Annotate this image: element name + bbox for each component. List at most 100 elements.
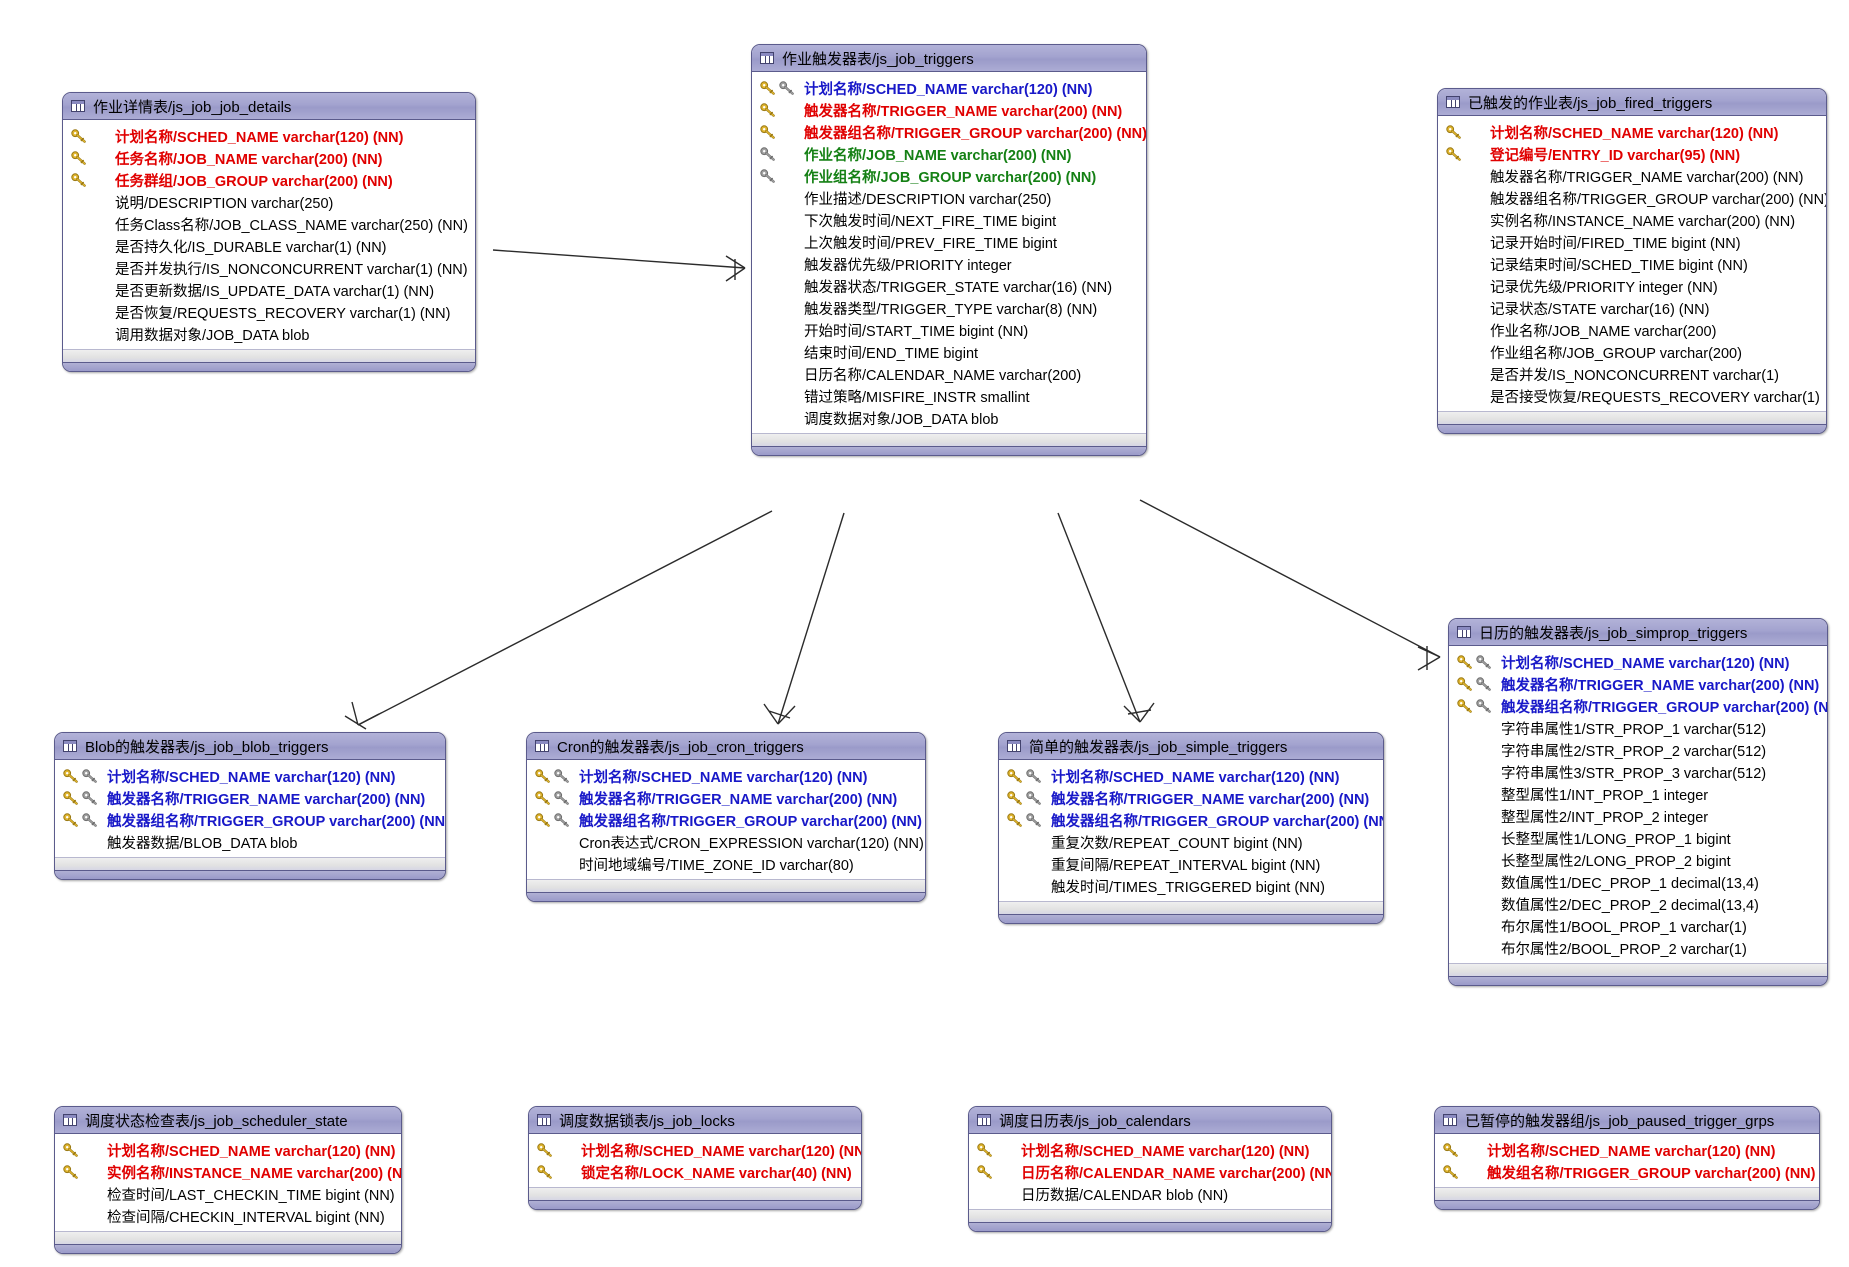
attribute-row[interactable]: 锁定名称/LOCK_NAME varchar(40) (NN) (535, 1161, 855, 1183)
attribute-row[interactable]: 任务群组/JOB_GROUP varchar(200) (NN) (69, 169, 469, 191)
attribute-row[interactable]: 登记编号/ENTRY_ID varchar(95) (NN) (1444, 143, 1820, 165)
attribute-row[interactable]: 重复次数/REPEAT_COUNT bigint (NN) (1005, 831, 1377, 853)
attribute-row[interactable]: 日历数据/CALENDAR blob (NN) (975, 1183, 1325, 1205)
entity-header-job_details[interactable]: 作业详情表/js_job_job_details (63, 93, 475, 120)
attribute-row[interactable]: 计划名称/SCHED_NAME varchar(120) (NN) (1005, 765, 1377, 787)
attribute-row[interactable]: 下次触发时间/NEXT_FIRE_TIME bigint (758, 209, 1140, 231)
entity-header-scheduler_state[interactable]: 调度状态检查表/js_job_scheduler_state (55, 1107, 401, 1134)
attribute-row[interactable]: 触发器名称/TRIGGER_NAME varchar(200) (NN) (758, 99, 1140, 121)
entity-header-paused_trigger_grps[interactable]: 已暂停的触发器组/js_job_paused_trigger_grps (1435, 1107, 1819, 1134)
entity-blob_triggers[interactable]: Blob的触发器表/js_job_blob_triggers 计划名称/SCHED… (54, 732, 446, 880)
attribute-row[interactable]: 作业名称/JOB_NAME varchar(200) (NN) (758, 143, 1140, 165)
attribute-row[interactable]: 整型属性2/INT_PROP_2 integer (1455, 805, 1821, 827)
attribute-row[interactable]: Cron表达式/CRON_EXPRESSION varchar(120) (NN… (533, 831, 924, 853)
attribute-row[interactable]: 记录状态/STATE varchar(16) (NN) (1444, 297, 1820, 319)
attribute-row[interactable]: 记录优先级/PRIORITY integer (NN) (1444, 275, 1820, 297)
attribute-row[interactable]: 触发器名称/TRIGGER_NAME varchar(200) (NN) (1455, 673, 1821, 695)
attribute-row[interactable]: 作业名称/JOB_NAME varchar(200) (1444, 319, 1820, 341)
attribute-row[interactable]: 触发器数据/BLOB_DATA blob (61, 831, 439, 853)
attribute-row[interactable]: 布尔属性1/BOOL_PROP_1 varchar(1) (1455, 915, 1821, 937)
attribute-row[interactable]: 开始时间/START_TIME bigint (NN) (758, 319, 1140, 341)
attribute-row[interactable]: 字符串属性3/STR_PROP_3 varchar(512) (1455, 761, 1821, 783)
attribute-row[interactable]: 作业描述/DESCRIPTION varchar(250) (758, 187, 1140, 209)
attribute-row[interactable]: 触发器状态/TRIGGER_STATE varchar(16) (NN) (758, 275, 1140, 297)
attribute-row[interactable]: 作业组名称/JOB_GROUP varchar(200) (NN) (758, 165, 1140, 187)
attribute-row[interactable]: 触发器组名称/TRIGGER_GROUP varchar(200) (NN) (61, 809, 445, 831)
entity-job_details[interactable]: 作业详情表/js_job_job_details 计划名称/SCHED_NAME … (62, 92, 476, 372)
attribute-row[interactable]: 触发器优先级/PRIORITY integer (758, 253, 1140, 275)
attribute-row[interactable]: 计划名称/SCHED_NAME varchar(120) (NN) (975, 1139, 1325, 1161)
attribute-row[interactable]: 数值属性2/DEC_PROP_2 decimal(13,4) (1455, 893, 1821, 915)
attribute-row[interactable]: 是否并发/IS_NONCONCURRENT varchar(1) (1444, 363, 1820, 385)
attribute-row[interactable]: 计划名称/SCHED_NAME varchar(120) (NN) (69, 125, 469, 147)
attribute-row[interactable]: 上次触发时间/PREV_FIRE_TIME bigint (758, 231, 1140, 253)
entity-header-cron_triggers[interactable]: Cron的触发器表/js_job_cron_triggers (527, 733, 925, 760)
attribute-row[interactable]: 日历名称/CALENDAR_NAME varchar(200) (758, 363, 1140, 385)
attribute-row[interactable]: 重复间隔/REPEAT_INTERVAL bigint (NN) (1005, 853, 1377, 875)
attribute-row[interactable]: 计划名称/SCHED_NAME varchar(120) (NN) (533, 765, 919, 787)
attribute-row[interactable]: 时间地域编号/TIME_ZONE_ID varchar(80) (533, 853, 919, 875)
attribute-row[interactable]: 数值属性1/DEC_PROP_1 decimal(13,4) (1455, 871, 1821, 893)
entity-locks[interactable]: 调度数据锁表/js_job_locks 计划名称/SCHED_NAME varch… (528, 1106, 862, 1210)
attribute-row[interactable]: 调用数据对象/JOB_DATA blob (69, 323, 469, 345)
entity-calendars[interactable]: 调度日历表/js_job_calendars 计划名称/SCHED_NAME va… (968, 1106, 1332, 1232)
attribute-row[interactable]: 触发器名称/TRIGGER_NAME varchar(200) (NN) (1444, 165, 1820, 187)
attribute-row[interactable]: 是否恢复/REQUESTS_RECOVERY varchar(1) (NN) (69, 301, 469, 323)
entity-header-simprop_triggers[interactable]: 日历的触发器表/js_job_simprop_triggers (1449, 619, 1827, 646)
entity-header-fired_triggers[interactable]: 已触发的作业表/js_job_fired_triggers (1438, 89, 1826, 116)
entity-header-calendars[interactable]: 调度日历表/js_job_calendars (969, 1107, 1331, 1134)
attribute-row[interactable]: 记录开始时间/FIRED_TIME bigint (NN) (1444, 231, 1820, 253)
attribute-row[interactable]: 日历名称/CALENDAR_NAME varchar(200) (NN) (975, 1161, 1331, 1183)
attribute-row[interactable]: 检查时间/LAST_CHECKIN_TIME bigint (NN) (61, 1183, 395, 1205)
attribute-row[interactable]: 是否持久化/IS_DURABLE varchar(1) (NN) (69, 235, 469, 257)
entity-simprop_triggers[interactable]: 日历的触发器表/js_job_simprop_triggers 计划名称/SCHE… (1448, 618, 1828, 986)
attribute-row[interactable]: 是否并发执行/IS_NONCONCURRENT varchar(1) (NN) (69, 257, 469, 279)
attribute-row[interactable]: 是否更新数据/IS_UPDATE_DATA varchar(1) (NN) (69, 279, 469, 301)
attribute-row[interactable]: 任务Class名称/JOB_CLASS_NAME varchar(250) (N… (69, 213, 469, 235)
attribute-row[interactable]: 实例名称/INSTANCE_NAME varchar(200) (NN) (1444, 209, 1820, 231)
attribute-row[interactable]: 整型属性1/INT_PROP_1 integer (1455, 783, 1821, 805)
entity-header-locks[interactable]: 调度数据锁表/js_job_locks (529, 1107, 861, 1134)
attribute-row[interactable]: 触发器类型/TRIGGER_TYPE varchar(8) (NN) (758, 297, 1140, 319)
attribute-row[interactable]: 说明/DESCRIPTION varchar(250) (69, 191, 469, 213)
attribute-row[interactable]: 触发器组名称/TRIGGER_GROUP varchar(200) (NN) (1444, 187, 1826, 209)
attribute-row[interactable]: 作业组名称/JOB_GROUP varchar(200) (1444, 341, 1820, 363)
attribute-row[interactable]: 计划名称/SCHED_NAME varchar(120) (NN) (1444, 121, 1820, 143)
entity-fired_triggers[interactable]: 已触发的作业表/js_job_fired_triggers 计划名称/SCHED_… (1437, 88, 1827, 434)
attribute-row[interactable]: 结束时间/END_TIME bigint (758, 341, 1140, 363)
attribute-row[interactable]: 计划名称/SCHED_NAME varchar(120) (NN) (1455, 651, 1821, 673)
attribute-row[interactable]: 任务名称/JOB_NAME varchar(200) (NN) (69, 147, 469, 169)
attribute-row[interactable]: 计划名称/SCHED_NAME varchar(120) (NN) (61, 1139, 395, 1161)
attribute-row[interactable]: 触发器组名称/TRIGGER_GROUP varchar(200) (NN) (533, 809, 922, 831)
attribute-row[interactable]: 记录结束时间/SCHED_TIME bigint (NN) (1444, 253, 1820, 275)
attribute-row[interactable]: 调度数据对象/JOB_DATA blob (758, 407, 1140, 429)
attribute-row[interactable]: 触发器组名称/TRIGGER_GROUP varchar(200) (NN) (1455, 695, 1827, 717)
entity-paused_trigger_grps[interactable]: 已暂停的触发器组/js_job_paused_trigger_grps 计划名称/… (1434, 1106, 1820, 1210)
attribute-row[interactable]: 错过策略/MISFIRE_INSTR smallint (758, 385, 1140, 407)
attribute-row[interactable]: 触发器名称/TRIGGER_NAME varchar(200) (NN) (533, 787, 919, 809)
attribute-row[interactable]: 触发器名称/TRIGGER_NAME varchar(200) (NN) (1005, 787, 1377, 809)
entity-header-blob_triggers[interactable]: Blob的触发器表/js_job_blob_triggers (55, 733, 445, 760)
attribute-row[interactable]: 触发器组名称/TRIGGER_GROUP varchar(200) (NN) (758, 121, 1146, 143)
entity-simple_triggers[interactable]: 简单的触发器表/js_job_simple_triggers 计划名称/SCHED… (998, 732, 1384, 924)
attribute-row[interactable]: 检查间隔/CHECKIN_INTERVAL bigint (NN) (61, 1205, 395, 1227)
attribute-row[interactable]: 实例名称/INSTANCE_NAME varchar(200) (NN) (61, 1161, 401, 1183)
attribute-row[interactable]: 长整型属性2/LONG_PROP_2 bigint (1455, 849, 1821, 871)
attribute-row[interactable]: 计划名称/SCHED_NAME varchar(120) (NN) (758, 77, 1140, 99)
attribute-row[interactable]: 是否接受恢复/REQUESTS_RECOVERY varchar(1) (1444, 385, 1820, 407)
attribute-row[interactable]: 计划名称/SCHED_NAME varchar(120) (NN) (1441, 1139, 1813, 1161)
attribute-row[interactable]: 字符串属性2/STR_PROP_2 varchar(512) (1455, 739, 1821, 761)
attribute-row[interactable]: 布尔属性2/BOOL_PROP_2 varchar(1) (1455, 937, 1821, 959)
attribute-row[interactable]: 触发时间/TIMES_TRIGGERED bigint (NN) (1005, 875, 1377, 897)
attribute-row[interactable]: 长整型属性1/LONG_PROP_1 bigint (1455, 827, 1821, 849)
entity-scheduler_state[interactable]: 调度状态检查表/js_job_scheduler_state 计划名称/SCHED… (54, 1106, 402, 1254)
attribute-row[interactable]: 触发器组名称/TRIGGER_GROUP varchar(200) (NN) (1005, 809, 1383, 831)
entity-header-simple_triggers[interactable]: 简单的触发器表/js_job_simple_triggers (999, 733, 1383, 760)
attribute-row[interactable]: 字符串属性1/STR_PROP_1 varchar(512) (1455, 717, 1821, 739)
entity-cron_triggers[interactable]: Cron的触发器表/js_job_cron_triggers 计划名称/SCHED… (526, 732, 926, 902)
attribute-row[interactable]: 计划名称/SCHED_NAME varchar(120) (NN) (535, 1139, 861, 1161)
attribute-row[interactable]: 计划名称/SCHED_NAME varchar(120) (NN) (61, 765, 439, 787)
attribute-row[interactable]: 触发组名称/TRIGGER_GROUP varchar(200) (NN) (1441, 1161, 1815, 1183)
attribute-row[interactable]: 触发器名称/TRIGGER_NAME varchar(200) (NN) (61, 787, 439, 809)
